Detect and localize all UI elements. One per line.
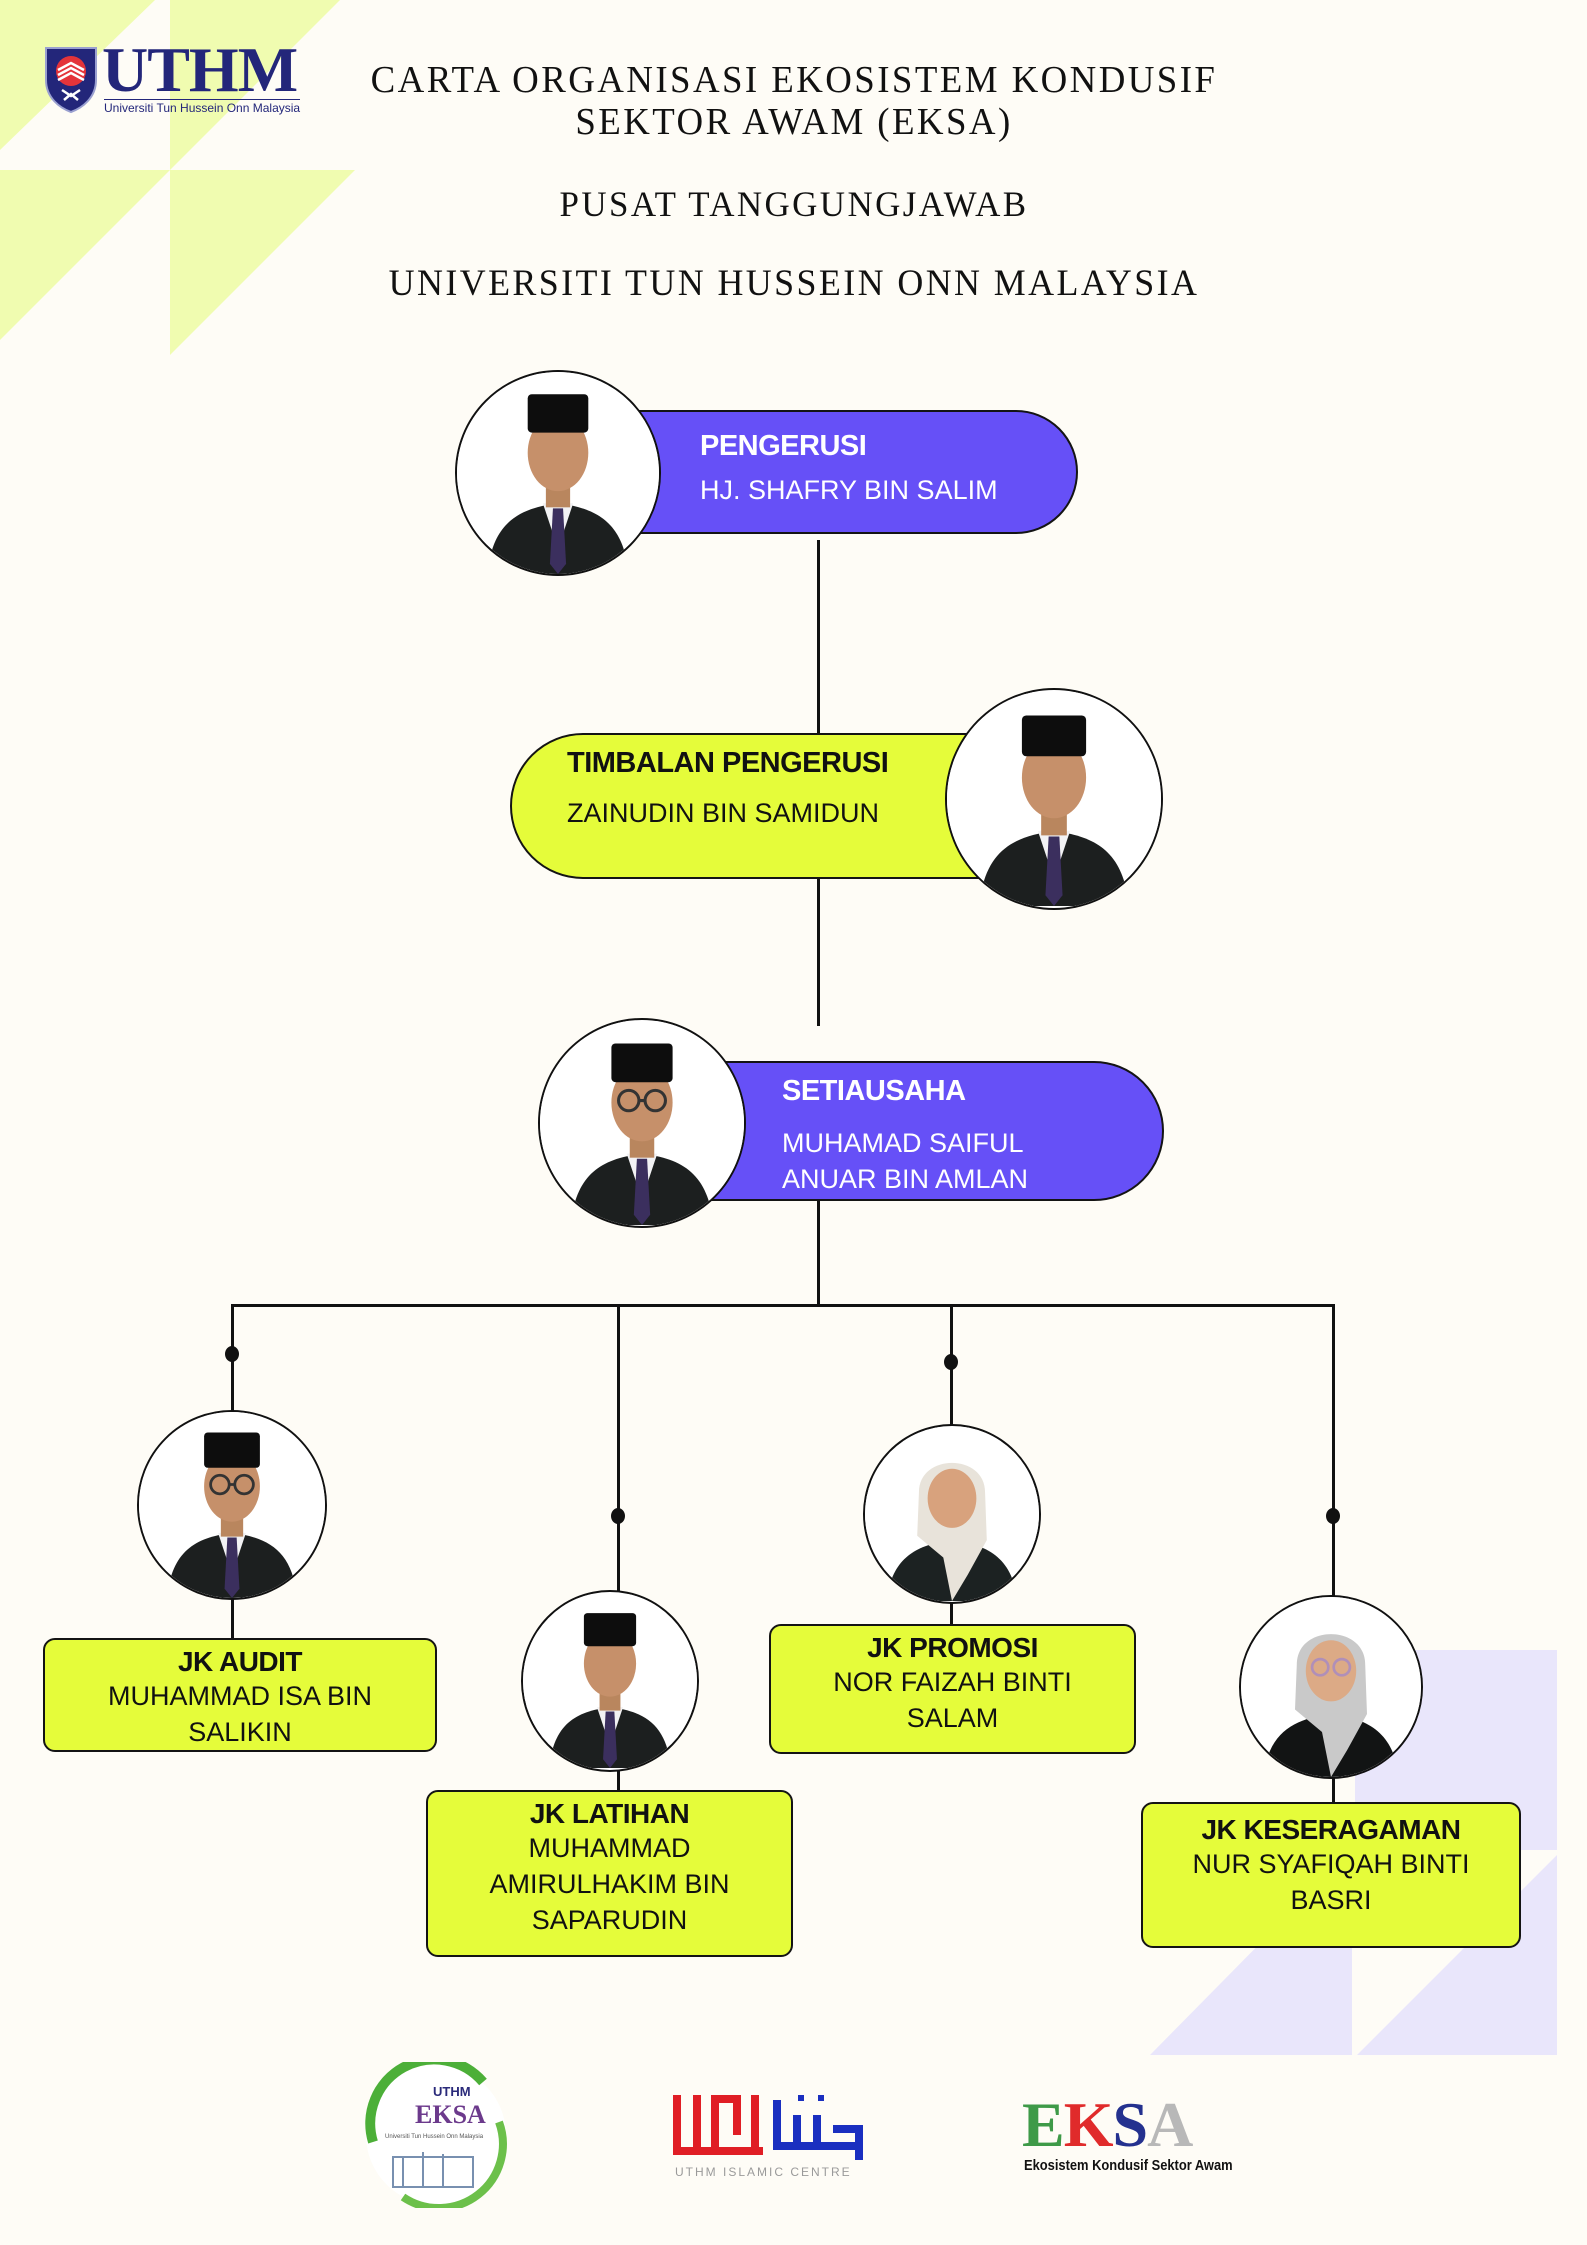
connector-latihan: [617, 1304, 620, 1600]
deputy-photo: [945, 688, 1163, 910]
page-title-line-2: SEKTOR AWAM (EKSA): [575, 101, 1013, 143]
uthm-subtitle: Universiti Tun Hussein Onn Malaysia: [104, 99, 301, 115]
audit-photo: [137, 1410, 327, 1600]
eksa-letter-s: S: [1112, 2089, 1148, 2160]
latihan-name-line-1: MUHAMMAD: [528, 1833, 691, 1863]
connector-deputy-secretary: [817, 876, 820, 1026]
portrait-man-glasses-icon: [540, 1020, 744, 1226]
connector-chair-deputy: [817, 540, 820, 735]
audit-card: JK AUDIT MUHAMMAD ISA BIN SALIKIN: [43, 1638, 437, 1752]
secretary-name-line-2: ANUAR BIN AMLAN: [782, 1164, 1029, 1194]
portrait-man-glasses-icon: [139, 1412, 325, 1598]
uthm-logo: UTHM Universiti Tun Hussein Onn Malaysia: [44, 38, 301, 116]
promosi-photo: [863, 1424, 1041, 1604]
portrait-man-icon: [457, 372, 659, 574]
keseragaman-card: JK KESERAGAMAN NUR SYAFIQAH BINTI BASRI: [1141, 1802, 1521, 1948]
connector-promosi-box: [950, 1602, 953, 1627]
connector-keseragaman: [1332, 1304, 1335, 1604]
promosi-name-line-1: NOR FAIZAH BINTI: [833, 1667, 1072, 1697]
institution-name: UNIVERSITI TUN HUSSEIN ONN MALAYSIA: [388, 263, 1200, 304]
eksa-letter-k: K: [1063, 2089, 1114, 2160]
eksa-caption: Ekosistem Kondusif Sektor Awam: [1024, 2157, 1233, 2174]
eksa-circle-uthm-label: UTHM: [433, 2084, 471, 2099]
connector-dot-keseragaman: [1326, 1508, 1340, 1524]
portrait-man-icon: [947, 690, 1161, 908]
keseragaman-role: JK KESERAGAMAN: [1201, 1814, 1461, 1845]
audit-role: JK AUDIT: [177, 1646, 303, 1677]
latihan-name-line-3: SAPARUDIN: [531, 1905, 688, 1935]
chair-role: PENGERUSI: [700, 430, 867, 462]
promosi-card: JK PROMOSI NOR FAIZAH BINTI SALAM: [769, 1624, 1136, 1754]
eksa-wordmark-logo: EKSA Ekosistem Kondusif Sektor Awam: [1022, 2093, 1282, 2175]
connector-latihan-box: [617, 1770, 620, 1792]
top-left-triangles: [0, 0, 355, 355]
deputy-role: TIMBALAN PENGERUSI: [567, 747, 889, 779]
chair-photo: [455, 370, 661, 576]
page-title-line-1: CARTA ORGANISASI EKOSISTEM KONDUSIF: [370, 59, 1218, 101]
portrait-woman-glasses-icon: [1241, 1597, 1421, 1777]
keseragaman-name-line-1: NUR SYAFIQAH BINTI: [1192, 1849, 1470, 1879]
connector-horizontal-bar: [231, 1304, 1335, 1307]
connector-audit-box: [231, 1595, 234, 1643]
latihan-photo: [521, 1590, 699, 1772]
islamic-centre-caption: UTHM ISLAMIC CENTRE: [675, 2165, 852, 2179]
eksa-letter-a: A: [1147, 2089, 1193, 2160]
connector-dot-audit: [225, 1346, 239, 1362]
uthm-eksa-circle-logo: UTHM EKSA Universiti Tun Hussein Onn Mal…: [363, 2054, 509, 2213]
portrait-man-icon: [523, 1592, 697, 1770]
promosi-role: JK PROMOSI: [867, 1632, 1038, 1663]
kufic-calligraphy-icon: [673, 2095, 863, 2185]
eksa-leaf-circle-icon: [365, 2054, 507, 2213]
uthm-islamic-centre-logo: UTHM ISLAMIC CENTRE: [673, 2085, 873, 2185]
deputy-name: ZAINUDIN BIN SAMIDUN: [567, 798, 880, 828]
promosi-name-line-2: SALAM: [906, 1703, 999, 1733]
secretary-role: SETIAUSAHA: [782, 1075, 966, 1107]
connector-secretary-bar: [817, 1197, 820, 1307]
connector-dot-promosi: [944, 1354, 958, 1370]
page-subtitle: PUSAT TANGGUNGJAWAB: [559, 184, 1029, 224]
eksa-letters: EKSA: [1022, 2093, 1282, 2157]
latihan-name-line-2: AMIRULHAKIM BIN: [489, 1869, 730, 1899]
secretary-card: SETIAUSAHA MUHAMAD SAIFUL ANUAR BIN AMLA…: [700, 1061, 1164, 1201]
connector-dot-latihan: [611, 1508, 625, 1524]
chair-name: HJ. SHAFRY BIN SALIM: [700, 475, 998, 505]
audit-name-line-2: SALIKIN: [188, 1717, 292, 1747]
audit-name-line-1: MUHAMMAD ISA BIN: [107, 1681, 373, 1711]
secretary-name-line-1: MUHAMAD SAIFUL: [782, 1128, 1024, 1158]
secretary-photo: [538, 1018, 746, 1228]
chair-card: PENGERUSI HJ. SHAFRY BIN SALIM: [630, 410, 1078, 534]
portrait-woman-icon: [865, 1426, 1039, 1602]
latihan-role: JK LATIHAN: [529, 1798, 690, 1829]
uthm-crest-icon: [45, 47, 97, 114]
eksa-circle-label: EKSA: [415, 2100, 486, 2129]
eksa-letter-e: E: [1022, 2089, 1065, 2160]
latihan-card: JK LATIHAN MUHAMMAD AMIRULHAKIM BIN SAPA…: [426, 1790, 793, 1957]
keseragaman-name-line-2: BASRI: [1290, 1885, 1372, 1915]
keseragaman-photo: [1239, 1595, 1423, 1779]
deputy-card: TIMBALAN PENGERUSI ZAINUDIN BIN SAMIDUN: [510, 733, 1010, 879]
uthm-wordmark: UTHM: [102, 34, 298, 105]
connector-keseragaman-box: [1332, 1775, 1335, 1805]
eksa-circle-caption: Universiti Tun Hussein Onn Malaysia: [385, 2134, 484, 2140]
